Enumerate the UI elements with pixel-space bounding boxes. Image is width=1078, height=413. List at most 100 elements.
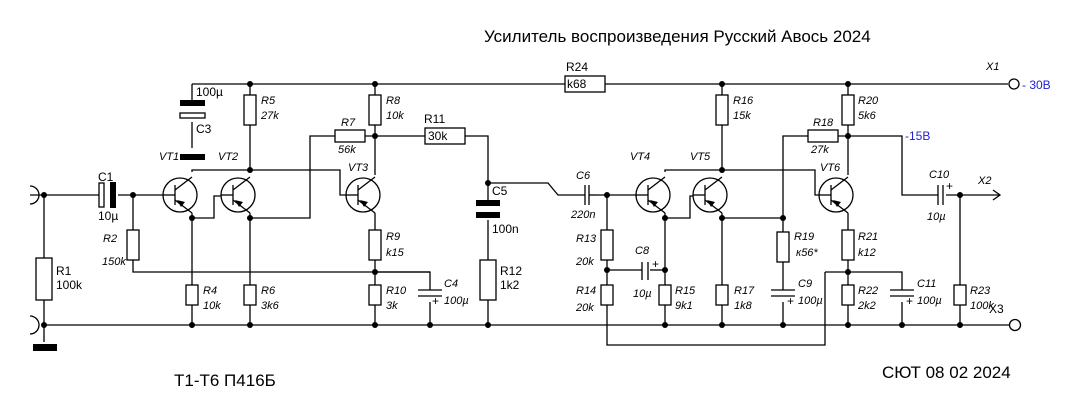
junction-dot bbox=[41, 322, 47, 328]
r8-value: 10k bbox=[386, 110, 404, 122]
mid-voltage-label: -15В bbox=[905, 129, 930, 143]
capacitors bbox=[98, 100, 944, 297]
r8-ref: R8 bbox=[386, 95, 401, 107]
vt3-label: VT3 bbox=[348, 162, 369, 174]
r23-value: 100k bbox=[970, 300, 994, 312]
junction-dot bbox=[189, 322, 195, 328]
r14-ref: R14 bbox=[576, 285, 596, 297]
junction-dot bbox=[845, 133, 851, 139]
r13-ref: R13 bbox=[576, 233, 597, 245]
junction-dot bbox=[41, 192, 47, 198]
resistors bbox=[35, 75, 967, 306]
junction-dot bbox=[604, 192, 610, 198]
r7-value: 56k bbox=[338, 144, 356, 156]
capacitor-c4 bbox=[418, 289, 442, 297]
junction-dot bbox=[845, 269, 851, 275]
resistor-r13 bbox=[600, 229, 614, 261]
resistor-r7 bbox=[334, 129, 366, 143]
r22-value: 2k2 bbox=[857, 300, 876, 312]
schematic-title: Усилитель воспроизведения Русский Авось … bbox=[484, 27, 871, 46]
junction-dot bbox=[372, 133, 378, 139]
resistor-r15 bbox=[658, 284, 672, 306]
vt6-label: VT6 bbox=[820, 162, 841, 174]
r19-value: к56* bbox=[796, 247, 818, 259]
junction-dot bbox=[780, 215, 786, 221]
junction-dot bbox=[130, 192, 136, 198]
junction-dot bbox=[372, 81, 378, 87]
c8-plus: + bbox=[652, 257, 659, 271]
r5-value: 27k bbox=[260, 110, 279, 122]
capacitor-c1 bbox=[98, 182, 116, 208]
c11-plus: + bbox=[906, 294, 913, 308]
junctions bbox=[41, 81, 963, 328]
transistor-vt5 bbox=[692, 176, 728, 214]
resistor-r21 bbox=[841, 229, 855, 261]
c11-ref: C11 bbox=[917, 278, 936, 290]
transistor-note: Т1-Т6 П416Б bbox=[174, 371, 276, 390]
capacitor-c6 bbox=[584, 185, 597, 205]
transistor-vt3 bbox=[345, 176, 381, 214]
r16-ref: R16 bbox=[733, 95, 754, 107]
resistor-r11 bbox=[424, 127, 466, 145]
r21-value: k12 bbox=[858, 247, 876, 259]
resistor-r19 bbox=[776, 231, 790, 263]
junction-dot bbox=[485, 322, 491, 328]
junction-dot bbox=[719, 215, 725, 221]
r13-value: 20k bbox=[575, 256, 594, 268]
c9-value: 100µ bbox=[798, 295, 823, 307]
terminal-x1 bbox=[1008, 78, 1020, 90]
junction-dot bbox=[957, 192, 963, 198]
r18-ref: R18 bbox=[813, 117, 834, 129]
r22-ref: R22 bbox=[858, 285, 878, 297]
r2-value: 150k bbox=[102, 256, 126, 268]
r15-ref: R15 bbox=[675, 285, 696, 297]
junction-dot bbox=[372, 322, 378, 328]
c9-ref: C9 bbox=[798, 278, 812, 290]
resistor-r9 bbox=[368, 229, 382, 261]
r9-ref: R9 bbox=[386, 231, 400, 243]
junction-dot bbox=[247, 81, 253, 87]
ground-symbol bbox=[33, 344, 57, 351]
junction-dot bbox=[957, 322, 963, 328]
resistor-r10 bbox=[368, 284, 382, 306]
c4-plus: + bbox=[432, 294, 439, 308]
c9-plus: + bbox=[787, 294, 794, 308]
input-jack-bottom bbox=[29, 315, 40, 335]
x3-label: X3 bbox=[989, 302, 1004, 316]
junction-dot bbox=[845, 322, 851, 328]
capacitor-c11 bbox=[890, 289, 914, 297]
junction-dot bbox=[189, 215, 195, 221]
transistors bbox=[162, 176, 854, 214]
resistor-r14 bbox=[600, 284, 614, 306]
c3-value: 100µ bbox=[196, 85, 223, 99]
r10-ref: R10 bbox=[386, 285, 407, 297]
r20-value: 5k6 bbox=[858, 110, 877, 122]
c11-value: 100µ bbox=[917, 295, 942, 307]
r11-value: 30k bbox=[428, 129, 448, 143]
r24-value: k68 bbox=[567, 77, 587, 91]
resistor-r4 bbox=[185, 284, 199, 306]
resistor-r20 bbox=[841, 94, 855, 126]
capacitor-c3 bbox=[179, 100, 206, 160]
c10-ref: C10 bbox=[929, 169, 950, 181]
resistor-r6 bbox=[243, 284, 257, 306]
c4-ref: C4 bbox=[444, 278, 458, 290]
junction-dot bbox=[662, 322, 668, 328]
resistor-r5 bbox=[243, 94, 257, 126]
resistor-r2 bbox=[126, 229, 140, 261]
r19-ref: R19 bbox=[794, 231, 814, 243]
date-stamp: СЮТ 08 02 2024 bbox=[882, 363, 1011, 382]
r4-value: 10k bbox=[203, 300, 221, 312]
junction-dot bbox=[372, 269, 378, 275]
c4-value: 100µ bbox=[444, 295, 469, 307]
r12-value: 1k2 bbox=[500, 278, 520, 292]
transistor-vt2 bbox=[220, 176, 256, 214]
r4-ref: R4 bbox=[203, 285, 217, 297]
capacitor-c9 bbox=[771, 289, 795, 297]
resistor-r8 bbox=[368, 94, 382, 126]
resistor-r12 bbox=[479, 259, 497, 301]
c8-value: 10µ bbox=[633, 288, 652, 300]
capacitor-c8 bbox=[641, 262, 649, 280]
r5-ref: R5 bbox=[261, 95, 276, 107]
